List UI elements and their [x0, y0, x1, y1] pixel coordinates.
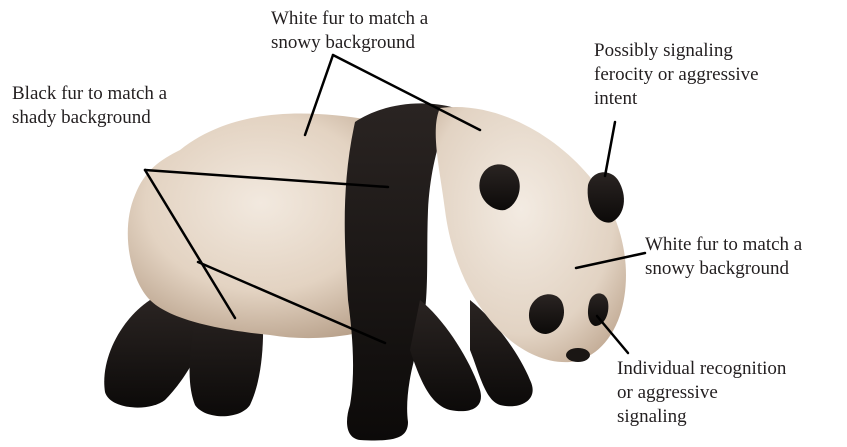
- label-eye-patches: Individual recognition or aggressive sig…: [617, 357, 786, 429]
- label-line: or aggressive: [617, 381, 786, 405]
- label-line: White fur to match a: [271, 7, 428, 31]
- label-line: White fur to match a: [645, 233, 802, 257]
- label-black-fur: Black fur to match a shady background: [12, 82, 167, 130]
- label-line: Black fur to match a: [12, 82, 167, 106]
- label-ears: Possibly signaling ferocity or aggressiv…: [594, 39, 759, 111]
- panda-illustration: [104, 103, 626, 440]
- label-line: ferocity or aggressive: [594, 63, 759, 87]
- nose: [566, 348, 590, 362]
- label-line: Individual recognition: [617, 357, 786, 381]
- label-line: intent: [594, 87, 759, 111]
- label-line: Possibly signaling: [594, 39, 759, 63]
- label-line: signaling: [617, 405, 786, 429]
- label-line: snowy background: [645, 257, 802, 281]
- label-line: snowy background: [271, 31, 428, 55]
- label-line: shady background: [12, 106, 167, 130]
- label-white-fur-face: White fur to match a snowy background: [645, 233, 802, 281]
- leader-line-ears: [605, 122, 615, 176]
- label-white-fur-top: White fur to match a snowy background: [271, 7, 428, 55]
